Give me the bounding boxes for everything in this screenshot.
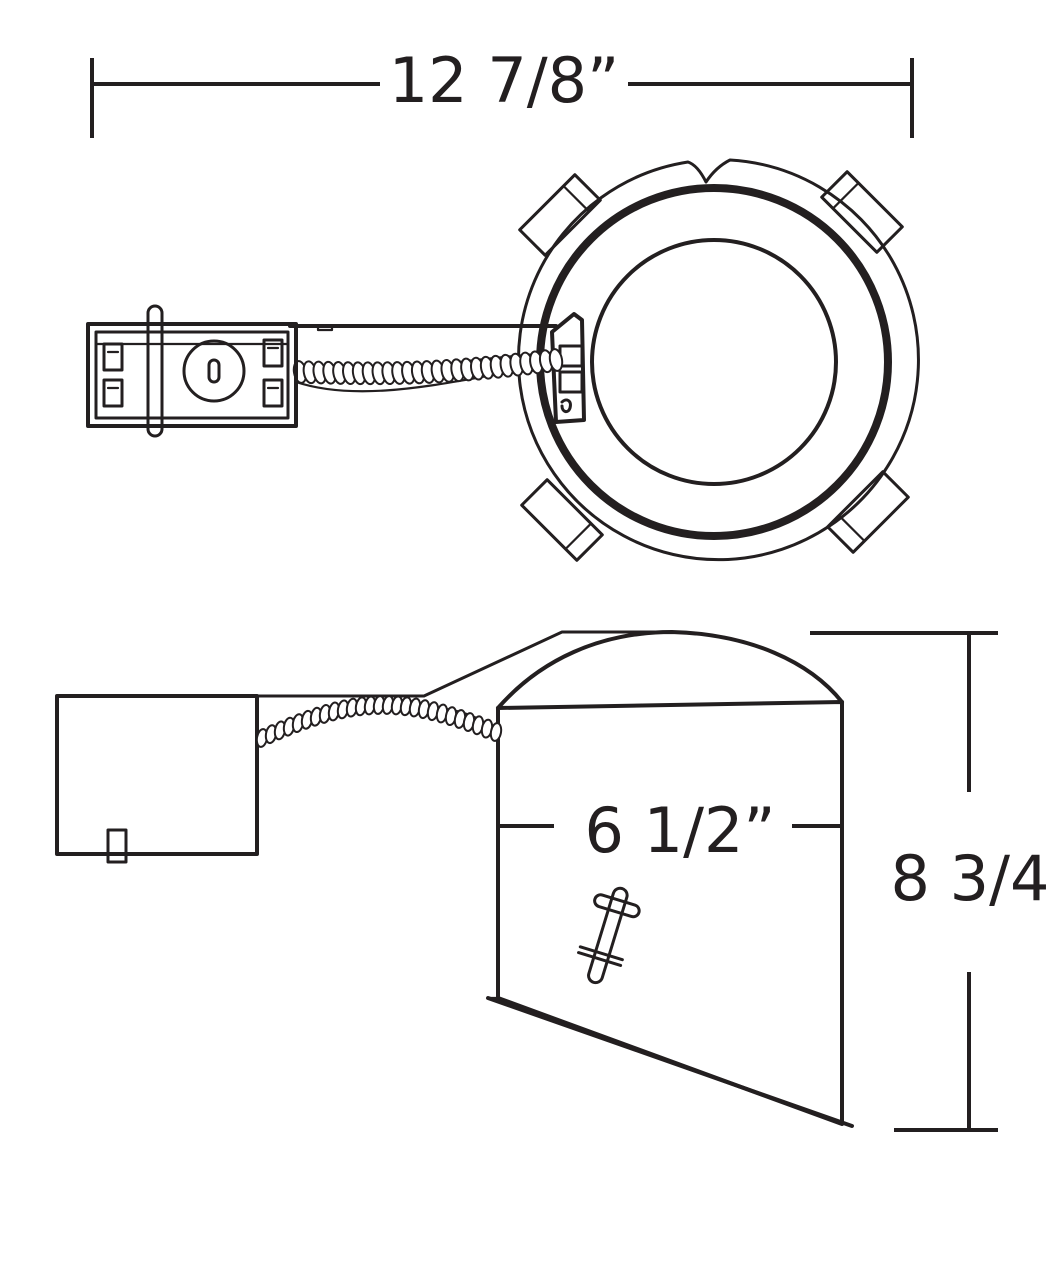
mounting-clip-bottom-right — [826, 470, 910, 554]
housing-diameter-dimension: 6 1/2” — [498, 794, 842, 867]
top-view — [86, 158, 920, 562]
overall-width-dimension: 12 7/8” — [90, 44, 914, 138]
cable-connector-bracket — [550, 312, 586, 424]
hanger-bar-notch — [316, 324, 334, 332]
flex-cable-coils-side — [255, 695, 503, 748]
connector-block-2 — [558, 370, 584, 394]
side-view: 6 1/2” 8 3/4 — [55, 630, 1048, 1132]
terminal-right-bottom — [262, 378, 284, 408]
flex-cable-coils-top — [292, 348, 564, 386]
housing-diameter-label: 6 1/2” — [584, 794, 775, 867]
knockout-circle — [182, 339, 246, 403]
aperture-ring — [590, 238, 838, 486]
height-label: 8 3/4 — [891, 842, 1048, 915]
connector-block — [558, 344, 584, 368]
knockout-slot — [207, 358, 221, 384]
junction-box-tab — [106, 828, 128, 864]
terminal-right-top — [262, 338, 284, 368]
housing-dome — [496, 630, 844, 710]
height-dimension: 8 3/4 — [810, 631, 1048, 1132]
mounting-clip-bottom-left — [520, 478, 604, 562]
trim-outer-ring — [516, 158, 920, 562]
junction-box-side-view — [55, 694, 259, 856]
adjustment-screw — [577, 886, 641, 985]
junction-box-top-view — [86, 304, 298, 438]
hanger-bar-side — [255, 630, 674, 698]
mounting-clip-top-left — [518, 173, 602, 257]
connector-screw — [560, 398, 572, 414]
overall-width-label: 12 7/8” — [389, 44, 620, 117]
cable-coil — [489, 722, 503, 742]
housing-bottom-edge — [486, 996, 854, 1128]
junction-box-strap — [146, 304, 164, 438]
mounting-clip-top-right — [820, 170, 904, 254]
terminal-left-top — [102, 342, 124, 372]
cable-coil — [548, 348, 564, 372]
terminal-left-bottom — [102, 378, 124, 408]
